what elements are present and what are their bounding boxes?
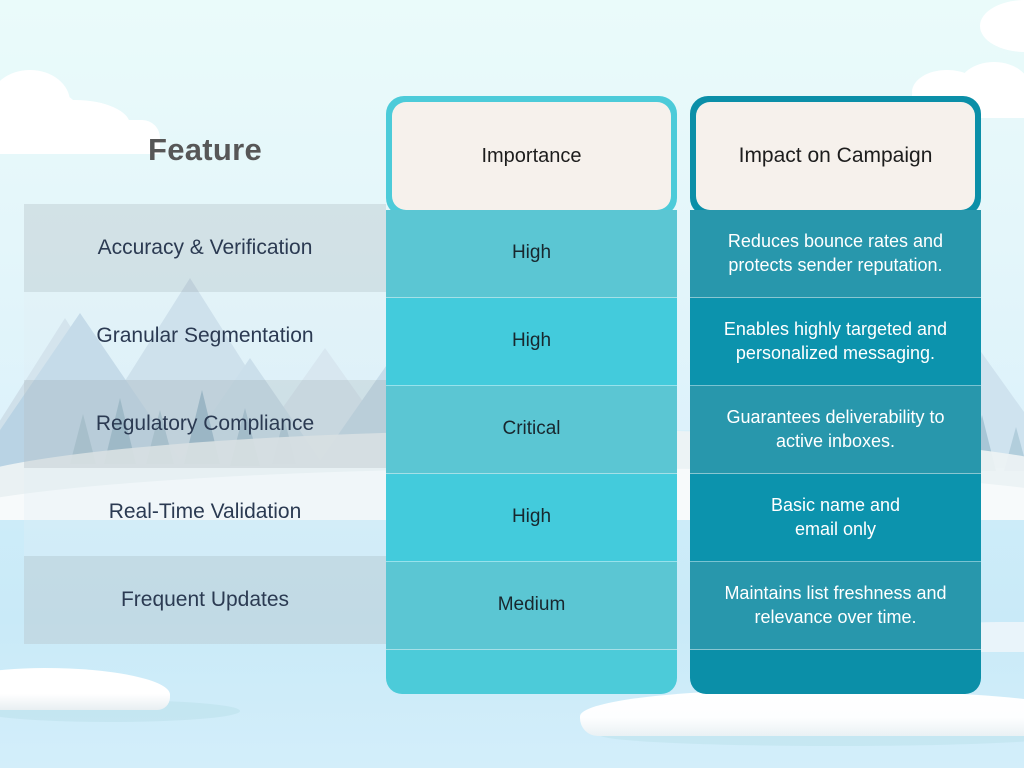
impact-line: relevance over time. bbox=[754, 606, 917, 627]
table-row[interactable]: Frequent Updates bbox=[24, 556, 386, 644]
impact-cell[interactable]: Reduces bounce rates and protects sender… bbox=[690, 210, 981, 298]
importance-cell[interactable]: Medium bbox=[386, 562, 677, 650]
importance-cell[interactable]: Critical bbox=[386, 386, 677, 474]
impact-line: Maintains list freshness and bbox=[724, 583, 947, 604]
table-row[interactable]: Accuracy & Verification bbox=[24, 204, 386, 292]
column-header-feature: Feature bbox=[147, 132, 263, 167]
column-header-importance[interactable]: Importance bbox=[386, 96, 677, 216]
impact-cell[interactable]: Enables highly targeted and personalized… bbox=[690, 298, 981, 386]
importance-cell[interactable]: High bbox=[386, 474, 677, 562]
impact-line: Basic name and bbox=[770, 495, 901, 516]
impact-line: Enables highly targeted and bbox=[723, 319, 948, 340]
impact-line: protects sender reputation. bbox=[728, 254, 943, 275]
column-feature: Feature Accuracy & Verification Granular… bbox=[24, 96, 386, 644]
importance-cell[interactable]: High bbox=[386, 210, 677, 298]
column-importance: Importance High High Critical High Mediu… bbox=[386, 96, 677, 694]
importance-cells: High High Critical High Medium bbox=[386, 210, 677, 694]
table-row[interactable]: Granular Segmentation bbox=[24, 292, 386, 380]
impact-cells: Reduces bounce rates and protects sender… bbox=[690, 210, 981, 694]
table-row[interactable]: Regulatory Compliance bbox=[24, 380, 386, 468]
column-header-impact-label: Impact on Campaign bbox=[696, 102, 975, 210]
impact-line: Guarantees deliverability to bbox=[726, 407, 945, 428]
column-header-importance-label: Importance bbox=[392, 102, 671, 210]
impact-line: Reduces bounce rates and bbox=[727, 231, 944, 252]
impact-line: active inboxes. bbox=[775, 430, 896, 451]
impact-cell[interactable]: Guarantees deliverability to active inbo… bbox=[690, 386, 981, 474]
column-header-impact[interactable]: Impact on Campaign bbox=[690, 96, 981, 216]
table-row[interactable]: Real-Time Validation bbox=[24, 468, 386, 556]
impact-line: email only bbox=[794, 518, 877, 539]
column-impact: Impact on Campaign Reduces bounce rates … bbox=[690, 96, 981, 694]
impact-cell[interactable]: Basic name and email only bbox=[690, 474, 981, 562]
impact-line: personalized messaging. bbox=[735, 342, 936, 363]
impact-cell[interactable]: Maintains list freshness and relevance o… bbox=[690, 562, 981, 650]
importance-cell[interactable]: High bbox=[386, 298, 677, 386]
